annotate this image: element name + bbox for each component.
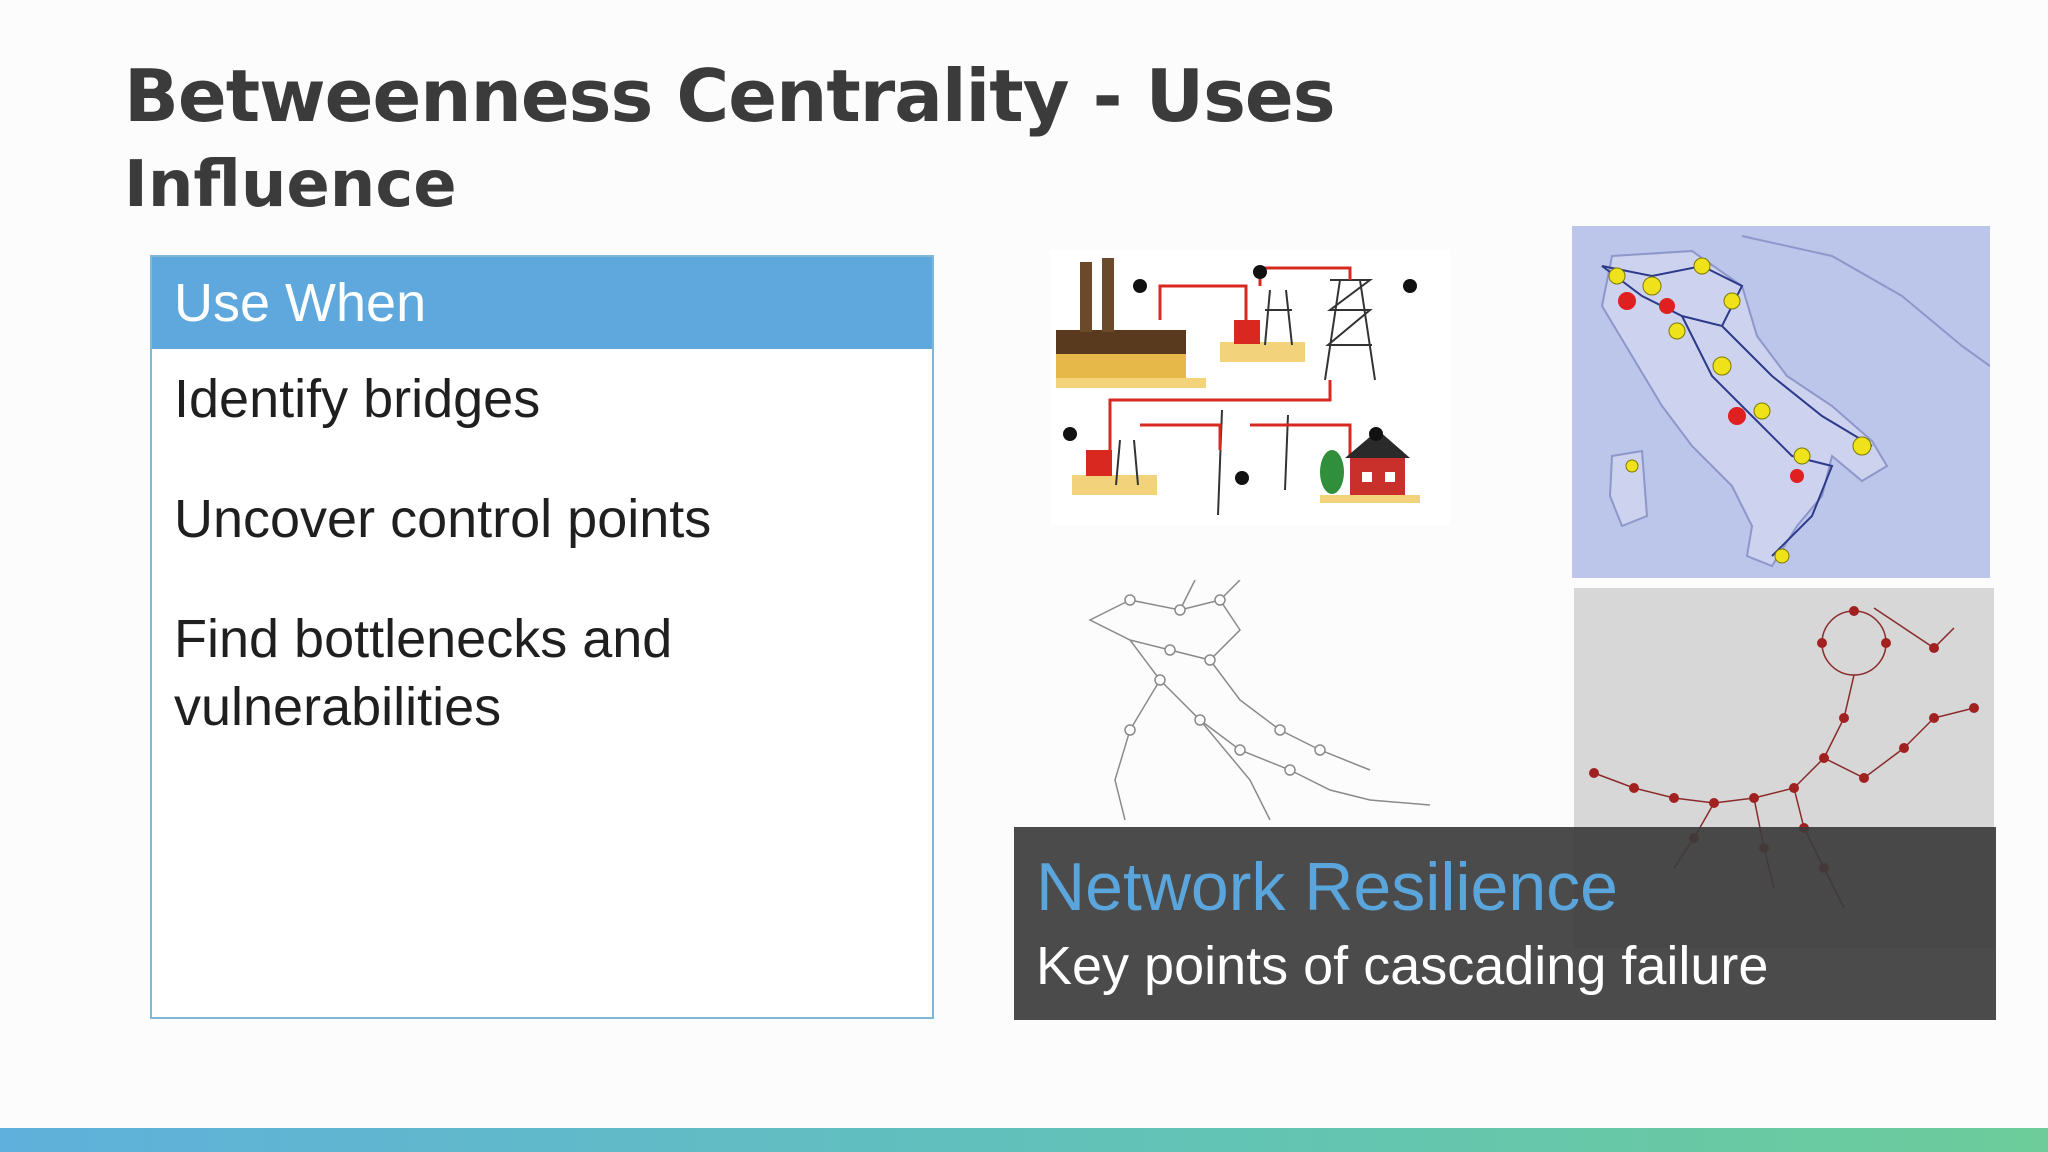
italy-centrality-map [1572,226,1990,578]
slide-subtitle: Influence [124,148,457,222]
caption-subtitle: Key points of cascading failure [1036,936,1769,996]
use-when-panel: Use When Identify bridges Uncover contro… [150,255,934,1019]
use-when-header: Use When [152,257,932,349]
bottom-accent-bar [0,1128,2048,1152]
use-when-list: Identify bridges Uncover control points … [152,365,932,741]
list-item: Identify bridges [174,369,541,429]
italy-network-graph [1088,580,1431,821]
power-grid-diagram [1050,250,1450,525]
network-resilience-caption: Network Resilience Key points of cascadi… [1014,827,1996,1020]
slide-title: Betweenness Centrality - Uses [124,54,1336,138]
list-item: Find bottlenecks and vulnerabilities [174,609,673,737]
caption-title: Network Resilience [1036,849,1618,925]
list-item: Uncover control points [174,489,712,549]
